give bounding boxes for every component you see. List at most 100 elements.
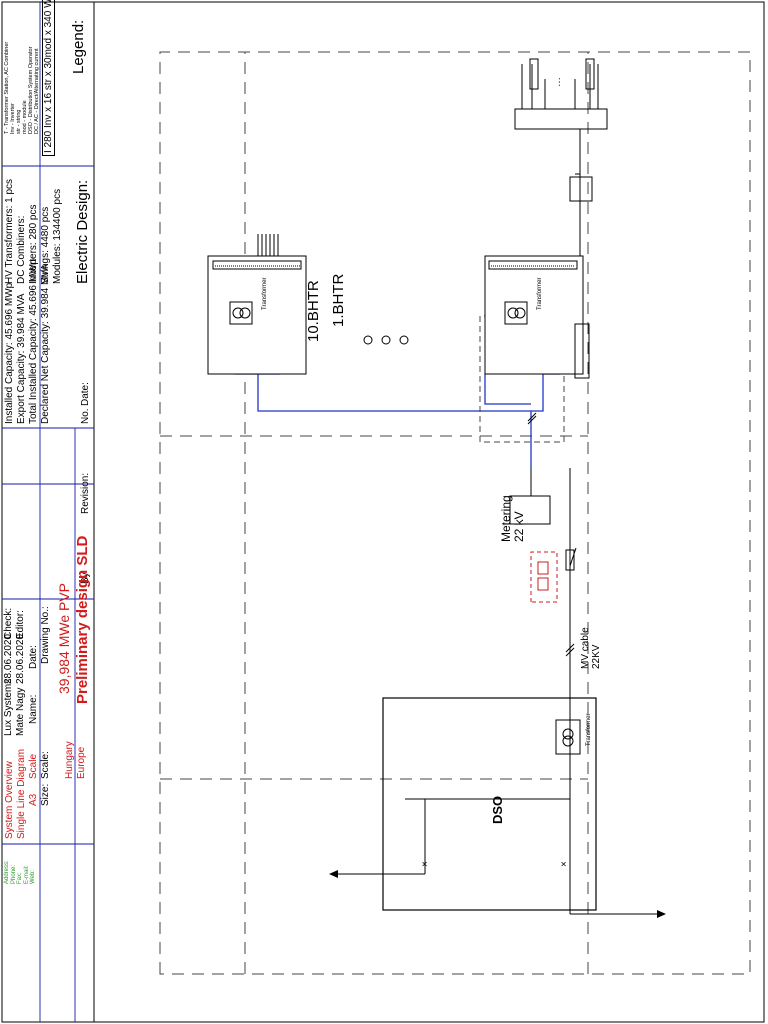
electric-row-value: 134400 pcs bbox=[52, 188, 63, 241]
cable-mark-1 bbox=[565, 647, 575, 657]
blue-cables bbox=[235, 373, 560, 468]
legend-title: Legend: bbox=[70, 19, 87, 74]
name-label: Name: bbox=[28, 694, 39, 724]
mv-switch bbox=[569, 547, 577, 567]
station-10bhtr-inverters bbox=[257, 234, 279, 256]
export-arrow-head bbox=[657, 910, 666, 918]
capacity-label: Export Capacity: bbox=[16, 350, 27, 424]
grid-transformer-coil-2 bbox=[562, 728, 574, 740]
label-10bhtr: 10.BHTR bbox=[305, 280, 322, 342]
electric-row-value: 1 pcs bbox=[4, 178, 15, 203]
station-1bhtr-tr-box bbox=[504, 301, 528, 325]
zone-outline bbox=[159, 51, 751, 975]
check-name: Lux Systems bbox=[3, 678, 14, 736]
breaker-x-1: × bbox=[559, 861, 570, 867]
station-1bhtr-dashed bbox=[479, 315, 565, 443]
revision-label: Revision: bbox=[80, 472, 91, 514]
mv-cable-title: MV cable bbox=[580, 627, 591, 669]
legend-module-string: I 280 Inv x 16 str x 30mod x 340 Wp bbox=[42, 0, 55, 156]
trunk-mark-2 bbox=[527, 412, 537, 422]
title-block-subtitle: 39,984 MWe PVP bbox=[56, 582, 72, 694]
editor-name: Mate Nagy bbox=[15, 687, 26, 736]
meter-ct-1 bbox=[537, 577, 549, 591]
ellipsis-dot-3 bbox=[399, 335, 409, 345]
capacity-label: Declared Net Capacity: bbox=[40, 321, 51, 424]
station-1bhtr bbox=[484, 255, 584, 375]
title-block-country: Hungary bbox=[64, 741, 75, 779]
outgoing-arrow-head bbox=[329, 870, 338, 878]
transformer-label-10: Transformer bbox=[262, 277, 268, 310]
capacity-label: Installed Capacity: bbox=[4, 342, 15, 424]
station-10bhtr-coil-2 bbox=[239, 307, 251, 319]
legend-items: T - Transformer Station, AC Combiner Inv… bbox=[4, 42, 40, 134]
station-1bhtr-nameplate bbox=[574, 323, 590, 379]
cable-to-1bhtr-a bbox=[531, 373, 560, 412]
mv-cable-kv: 22KV bbox=[591, 644, 602, 669]
string-ellipsis: … bbox=[552, 77, 563, 87]
electric-row-value: 280 pcs bbox=[28, 204, 39, 240]
contact-line: Web: bbox=[30, 870, 36, 884]
meter-ct-2 bbox=[537, 561, 549, 575]
station-1bhtr-coil-2 bbox=[514, 307, 526, 319]
capacity-value: 39.984 MVA bbox=[16, 293, 27, 348]
editor-date: 28.06.2020 bbox=[15, 633, 26, 684]
check-date: 28.06.2020 bbox=[3, 633, 14, 684]
inverter-box bbox=[569, 176, 593, 202]
dso-box bbox=[382, 697, 597, 911]
breaker-x-2: × bbox=[420, 861, 431, 867]
title-block-region: Europe bbox=[76, 746, 87, 779]
scale-value: Scale bbox=[28, 753, 39, 779]
contact-line: Address: bbox=[4, 860, 10, 884]
label-1bhtr: 1.BHTR bbox=[330, 273, 347, 327]
transformer-label-grid: Transformer bbox=[586, 713, 592, 746]
capacity-value: 45.696 MWp bbox=[28, 258, 39, 316]
capacity-row: Total Installed Capacity: 45.696 MWp bbox=[28, 259, 40, 424]
metering-label: Metering 22 kV bbox=[499, 495, 526, 542]
sheet-title: Single Line Diagram bbox=[16, 748, 27, 839]
cable-mark-2 bbox=[565, 643, 575, 653]
capacity-value: 45.696 MWp bbox=[4, 282, 15, 340]
date-label: Date: bbox=[28, 645, 39, 669]
string-combiner bbox=[514, 108, 608, 130]
trunk-mark-1 bbox=[527, 415, 537, 425]
size-label: Size: bbox=[40, 783, 51, 806]
station-10bhtr-coil-1 bbox=[232, 307, 244, 319]
grid-transformer-coil-1 bbox=[562, 735, 574, 747]
mv-cable-label: MV cable 22KV bbox=[580, 627, 602, 669]
capacity-label: Total Installed Capacity: bbox=[28, 318, 39, 424]
mv-busbar-box bbox=[509, 495, 551, 525]
capacity-rows: Installed Capacity: 45.696 MWp Export Ca… bbox=[4, 259, 52, 424]
capacity-row: Declared Net Capacity: 39.984 MVA bbox=[40, 259, 52, 424]
capacity-value: 39.984 MVA bbox=[40, 264, 51, 319]
station-10bhtr-inv-bus bbox=[212, 260, 302, 270]
metering-box bbox=[530, 551, 558, 603]
station-1bhtr-coil-1 bbox=[507, 307, 519, 319]
pv-panel-1 bbox=[529, 58, 539, 90]
electric-design-title: Electric Design: bbox=[74, 179, 91, 284]
dso-label: DSO bbox=[490, 795, 505, 824]
revision-date-label: Date: bbox=[80, 382, 91, 406]
cable-to-1bhtr-b bbox=[484, 374, 531, 405]
string-feeds bbox=[521, 64, 599, 109]
dashed-zones bbox=[159, 51, 751, 975]
mv-switch-box bbox=[565, 549, 575, 571]
revision-no-label: No. bbox=[80, 408, 91, 424]
title-block-lines bbox=[2, 2, 94, 1022]
electric-row-label: Modules: bbox=[52, 243, 63, 284]
station-1bhtr-inv-bus bbox=[488, 260, 578, 270]
legend-item: DC / AC - Direct/Alternating current bbox=[34, 48, 40, 134]
pv-panel-2 bbox=[585, 58, 595, 90]
ellipsis-dot-1 bbox=[363, 335, 373, 345]
size-value: A3 bbox=[28, 793, 39, 806]
scale-label: Scale: bbox=[40, 751, 51, 779]
station-10bhtr-tr-box bbox=[229, 301, 253, 325]
sheet-subtitle: System Overview bbox=[4, 761, 15, 839]
electric-row: Modules: 134400 pcs bbox=[52, 179, 64, 284]
station-10bhtr bbox=[207, 255, 307, 375]
cable-to-10bhtr bbox=[257, 374, 531, 412]
title-block-title: Preliminary design SLD bbox=[74, 535, 91, 704]
